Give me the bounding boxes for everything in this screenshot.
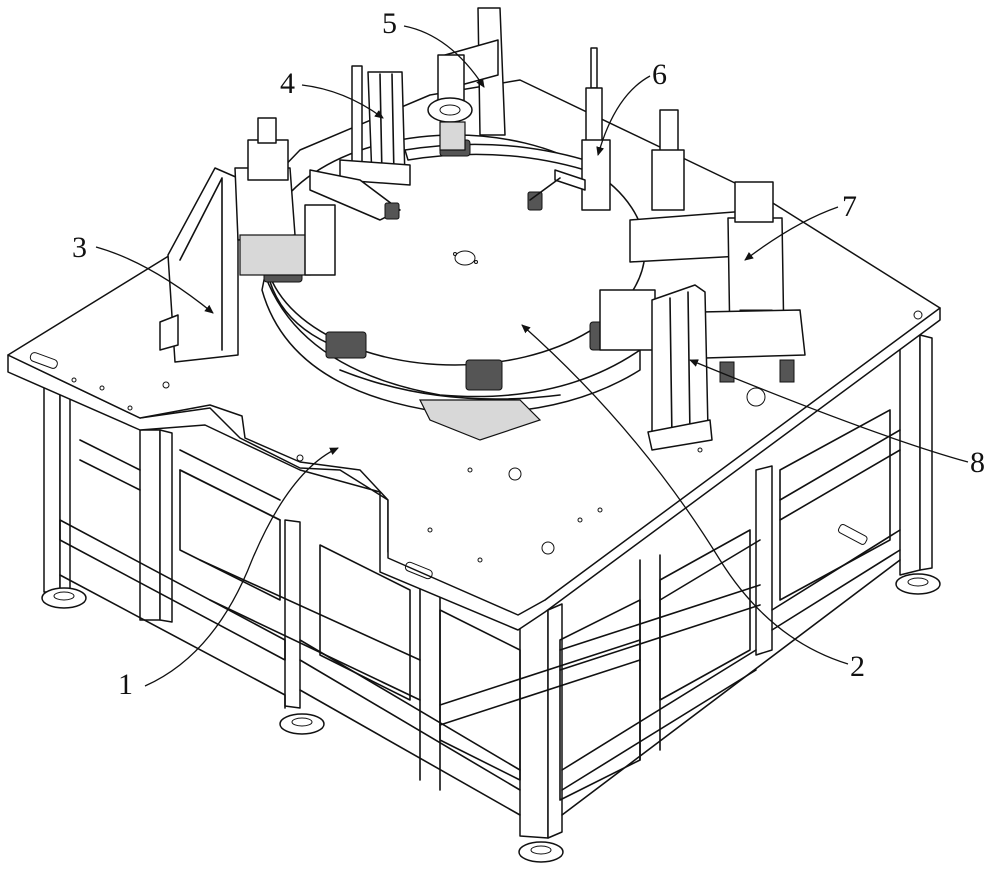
leader-lines: [95, 25, 969, 687]
leader-2: [521, 324, 849, 665]
callout-7: 7: [842, 190, 857, 223]
leader-6: [596, 75, 651, 156]
station-8: [647, 284, 713, 451]
levelling-feet: [41, 573, 941, 863]
callout-4: 4: [280, 67, 295, 100]
leader-1: [144, 447, 339, 687]
callout-8: 8: [970, 446, 985, 479]
callouts: 1 2 3 4 5 6 7 8: [72, 7, 985, 701]
callout-3: 3: [72, 231, 87, 264]
station-7: [599, 109, 806, 383]
station-6: [527, 47, 611, 211]
station-4: [309, 65, 411, 221]
leader-7: [744, 206, 839, 261]
station-3: [159, 117, 336, 363]
station-5: [427, 7, 506, 151]
leader-5: [403, 25, 485, 88]
leader-4: [301, 84, 384, 119]
callout-1: 1: [118, 668, 133, 701]
leader-8: [689, 359, 969, 463]
callout-6: 6: [652, 58, 667, 91]
callout-5: 5: [382, 7, 397, 40]
callout-2: 2: [850, 650, 865, 683]
leader-3: [95, 246, 214, 314]
